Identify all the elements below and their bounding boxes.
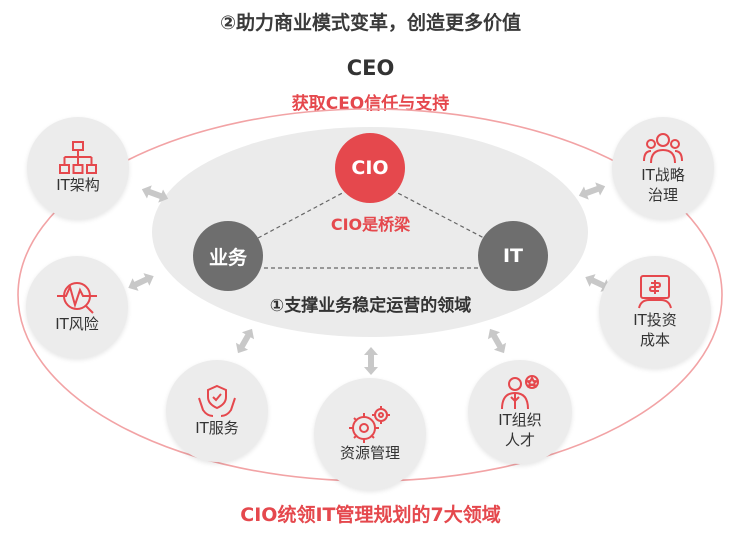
arrow-service [235,328,255,354]
inner-ellipse [152,127,588,337]
business-circle: 业务 [193,221,263,291]
page-title: ②助力商业模式变革，创造更多价值 [219,12,522,34]
it-label: IT [502,245,524,267]
arrow-architecture [141,185,169,203]
arrow-talent [487,328,507,354]
cio-circle: CIO [335,133,405,203]
domain-label: IT投资 成本 [633,311,677,349]
domain-label: IT战略 治理 [641,166,685,204]
arrow-strategy [578,182,606,200]
hands-shield-icon [198,384,236,417]
domain-it-investment: IT投资 成本 [599,256,711,368]
person-badge-icon [501,375,539,410]
it-circle: IT [478,221,548,291]
domain-it-service: IT服务 [166,360,268,462]
domain-label: IT架构 [56,176,100,194]
domain-label: 资源管理 [339,444,400,462]
arrow-resource [364,347,378,375]
investment-icon [638,275,672,309]
bridge-label: CIO是桥梁 [330,215,411,234]
footer-title: CIO统领IT管理规划的7大领域 [240,504,501,526]
domain-it-talent: IT组织 人才 [468,360,572,464]
domain-label: IT服务 [195,419,239,437]
cio-label: CIO [351,157,389,179]
org-chart-icon [59,141,97,174]
gears-icon [349,406,390,443]
domain-label: IT风险 [55,315,99,333]
domain-it-architecture: IT架构 [27,117,129,219]
dash-cio-business [257,189,349,239]
risk-pulse-icon [57,282,97,314]
domain-label: IT组织 人才 [498,411,542,449]
business-label: 业务 [208,246,247,269]
inner-domain-label: ①支撑业务稳定运营的领域 [269,296,472,316]
ceo-label: CEO [346,56,395,80]
arrow-risk [128,273,154,291]
team-icon [643,133,683,164]
domain-resource-management: 资源管理 [314,378,426,490]
ceo-subtitle: 获取CEO信任与支持 [291,94,450,114]
dash-cio-it [391,189,485,239]
domain-it-risk: IT风险 [26,256,128,358]
arrows [128,182,611,375]
domain-it-strategy: IT战略 治理 [612,117,714,219]
